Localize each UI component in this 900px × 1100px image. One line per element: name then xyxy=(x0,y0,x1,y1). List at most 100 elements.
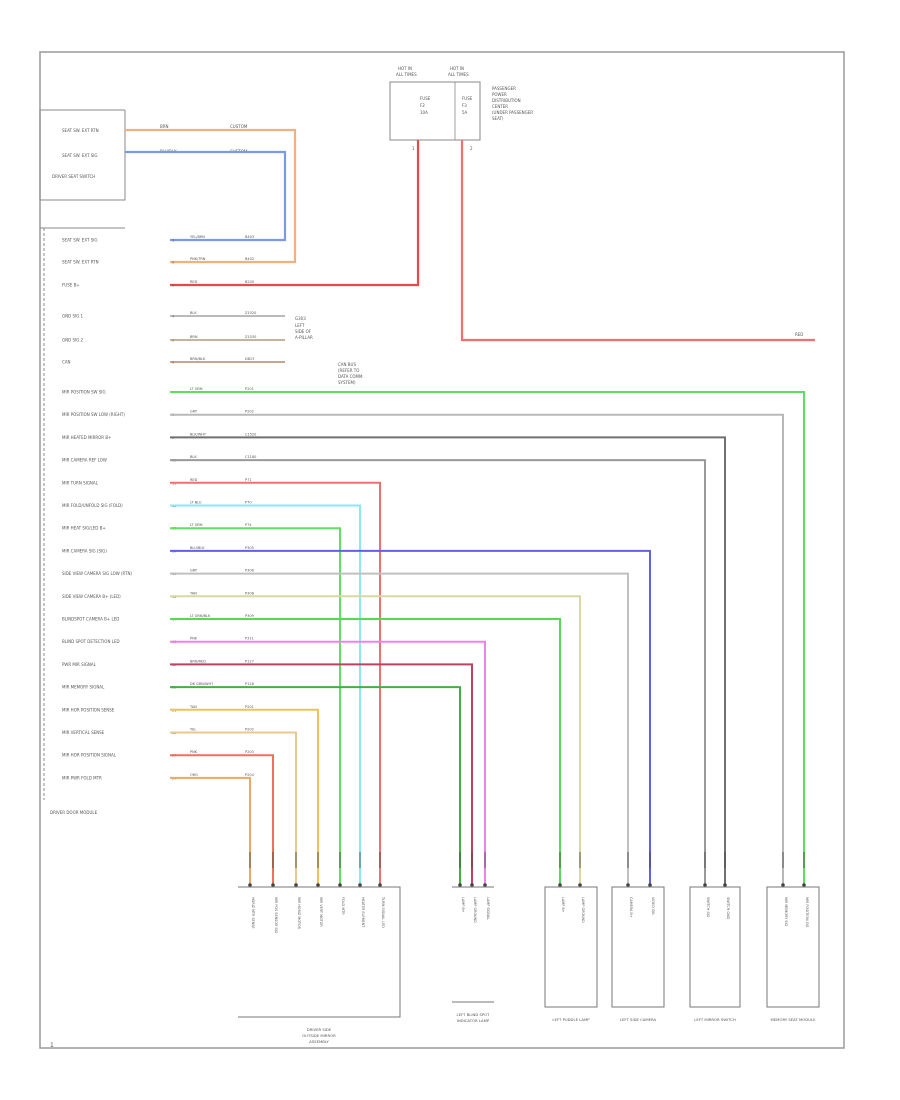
component-pin-label: LAMP B+ xyxy=(461,897,465,913)
component-pin-label: CAMERA B+ xyxy=(629,897,633,918)
fuse-left-1: FUSE xyxy=(420,96,431,101)
module-row-wire: YEL/BRN xyxy=(190,235,205,239)
component-pin-label: FOLD MTR xyxy=(341,897,345,915)
module-row-wire: PNK xyxy=(190,637,198,641)
module-row-circuit: P127 xyxy=(245,659,254,663)
component-name: LEFT MIRROR SWITCH xyxy=(694,1017,736,1022)
module-row-name: MIR CAMERA SIG (SIG) xyxy=(62,548,107,553)
module-row-wire: BLU/BLK xyxy=(190,546,205,550)
wire-21 xyxy=(170,708,319,885)
component-pin-label: MIR HORIZ MOTOR xyxy=(297,897,301,930)
module-row-wire: DK GRN/WHT xyxy=(190,682,214,686)
module-row-circuit: Z1020 xyxy=(245,311,256,315)
component-name: LEFT PUDDLE LAMP xyxy=(552,1017,590,1022)
module-row-wire: LT GRN/BLK xyxy=(190,614,211,618)
component-name: OUTSIDE MIRROR xyxy=(302,1033,336,1038)
component-name: ASSEMBLY xyxy=(309,1039,329,1044)
fuse-left-header-1: HOT IN xyxy=(398,66,412,71)
page-label: 1 xyxy=(50,1042,54,1049)
wire-16 xyxy=(170,595,581,885)
module-row-wire: TAN xyxy=(189,591,197,595)
module-row-circuit: P201 xyxy=(245,705,254,709)
module-row-name: MIR POSITION SW LOW (RIGHT) xyxy=(62,412,125,417)
module-row-name: SEAT SW. EXT RTN xyxy=(62,260,99,265)
module-row-circuit: B402 xyxy=(245,257,254,261)
driver-seat-switch: SEAT SW. EXT RTN SEAT SW. EXT SIG DRIVER… xyxy=(39,109,248,201)
module-row-wire: ORG xyxy=(190,773,198,777)
fuse-box-label-6: SEAT) xyxy=(492,116,504,121)
module-row-name: PWR MIR SIGNAL xyxy=(62,662,97,667)
ground-desc-2: SIDE OF xyxy=(295,329,312,334)
module-row-circuit: D813 xyxy=(245,357,254,361)
wire-22 xyxy=(170,731,297,885)
module-row-circuit: P201 xyxy=(245,387,254,391)
component-name: INDICATOR LAMP xyxy=(457,1018,490,1023)
ground-desc-1: LEFT xyxy=(295,323,305,328)
module-row-name: BLINDSPOT CAMERA B+ LED xyxy=(62,617,119,622)
module-row-wire: YEL xyxy=(190,728,196,732)
dest-wire-right: RED xyxy=(795,332,803,337)
module-row-circuit: P71 xyxy=(245,478,252,482)
module-row-pin: 1 xyxy=(172,239,174,243)
fuse-box-label-5: (UNDER PASSENGER xyxy=(492,110,533,115)
module-row-name: MIR PWR FOLD MTR xyxy=(62,775,102,780)
fuse-box: HOT IN ALL TIMES HOT IN ALL TIMES FUSE F… xyxy=(389,66,533,151)
fuse-box-label-4: CENTER xyxy=(492,104,508,109)
wire-24 xyxy=(170,776,251,885)
component-pin-label: TURN SIGNAL LED xyxy=(381,896,385,928)
module-row-name: BLIND SPOT DETECTION LED xyxy=(62,639,120,644)
connector-pin-dot xyxy=(316,883,320,887)
seat-switch-row-1: SEAT SW. EXT RTN xyxy=(62,128,99,133)
ground-label: G303 xyxy=(295,316,306,321)
module-row: GND SIG 25BRNZ1030 xyxy=(62,335,256,343)
fuse-right-1: FUSE xyxy=(462,96,473,101)
module-row-name: SIDE VIEW CAMERA SIG LOW (RTN) xyxy=(62,571,132,576)
fuse-left-3: 10A xyxy=(420,110,428,115)
can-label-2: (REFER TO xyxy=(338,368,359,373)
component-pin-label: MIR VERT MOTOR xyxy=(319,897,323,927)
module-row-wire: BRN/RED xyxy=(190,659,206,663)
connector-pin-dot xyxy=(358,883,362,887)
fuse-right-header-1: HOT IN xyxy=(450,66,464,71)
module-row-circuit: B205 xyxy=(245,280,254,284)
module-row-circuit: P204 xyxy=(245,773,255,777)
fuse-pin-left: 1 xyxy=(412,146,415,151)
module-row-name: SEAT SW. EXT SIG xyxy=(62,238,98,243)
module-row-wire: GRY xyxy=(190,410,198,414)
wire-23 xyxy=(170,754,274,885)
component-pin-label: MIR POSITION SIG xyxy=(805,897,809,928)
module-row-name: MIR POSITION SW SIG xyxy=(62,390,106,395)
module-row-circuit: P305 xyxy=(245,546,254,550)
fuse-left-2: F2 xyxy=(420,103,425,108)
connector-pin-dot xyxy=(558,883,562,887)
wire-10 xyxy=(170,459,706,885)
component-pin-label: VIDEO SIG xyxy=(651,897,655,915)
module-row-name: MIR HEATED MIRROR B+ xyxy=(62,435,111,440)
wire-15 xyxy=(170,572,629,885)
module-row-name: MIR CAMERA REF LOW xyxy=(62,458,107,463)
module-row-name: MIR HOR POSITION SIGNAL xyxy=(62,753,117,758)
wire-fuse-right xyxy=(460,140,815,342)
module-row-circuit: P308 xyxy=(245,591,254,595)
module-row-name: GND SIG 2 xyxy=(62,338,84,343)
connector-pin-dot xyxy=(626,883,630,887)
wire-seat-sig xyxy=(125,150,287,242)
side-notes: G303 LEFT SIDE OF A-PILLAR CAN BUS (REFE… xyxy=(295,316,364,385)
module-label: DRIVER DOOR MODULE xyxy=(50,810,98,815)
wire-13 xyxy=(170,527,341,885)
